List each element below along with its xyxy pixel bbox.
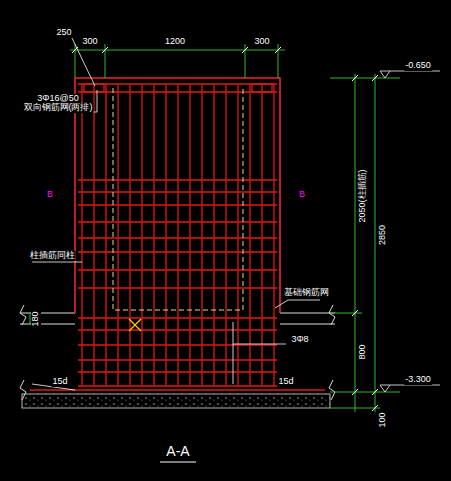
top-bars [84,84,104,92]
section-mark: B [298,190,306,200]
top-bars [252,84,272,92]
vertical-bar [237,84,238,386]
rebar-note: 基础钢筋网 [283,288,330,298]
vertical-bar [189,84,190,386]
dimension-text: 250 [55,28,72,38]
dimension-text: 180 [31,310,41,327]
horizontal-bar [78,287,277,288]
vertical-bar [129,84,130,386]
vertical-bar [213,84,214,386]
vertical-bar [117,84,118,386]
horizontal-bar [78,251,277,252]
section-title: A-A [165,444,190,459]
marker [129,319,141,331]
vertical-bar [81,84,82,386]
horizontal-bar [78,344,277,345]
horizontal-bar [78,179,277,180]
vertical-bar [165,84,166,386]
elevation-text: -0.650 [404,61,432,71]
lean-concrete [22,394,330,408]
horizontal-bar [78,221,277,222]
vertical-bar [153,84,154,386]
caption-underline [160,462,196,463]
rebar-note: 3Φ8 [290,335,309,345]
dimension-text: 800 [358,343,368,360]
horizontal-bar [78,204,277,205]
dimension-text: 1200 [164,37,186,47]
horizontal-bar [78,191,277,192]
dashed-outline [113,88,243,310]
elevation-text: -3.300 [404,375,432,385]
vertical-bar [177,84,178,386]
dimension-text: 300 [81,37,98,47]
horizontal-bar [78,359,277,360]
dimension-text: 15d [51,377,68,387]
horizontal-bar [78,317,277,318]
rebar-note: 柱插筋同柱 [29,251,76,261]
horizontal-bar [78,83,277,84]
dimension-ticks [72,47,378,411]
horizontal-bar [78,91,277,92]
horizontal-bar [78,237,277,238]
rebar-note: 双向钢筋网(两排) [23,103,94,113]
vertical-bar [261,84,262,386]
rebar [30,84,325,390]
horizontal-bar [78,385,277,386]
dimension-text: 2050(柱插筋) [358,168,368,223]
vertical-bar [249,84,250,386]
leader-lines [32,38,320,390]
vertical-bar [201,84,202,386]
dimension-lines [30,44,400,412]
vertical-bar [93,84,94,386]
dimension-text: 15d [277,377,294,387]
section-mark: B [46,190,54,200]
horizontal-bar [78,269,277,270]
vertical-bar [273,84,274,386]
horizontal-bar [78,329,277,330]
elevation-mark [380,71,440,392]
dimension-text: 100 [378,411,388,428]
vertical-bar [105,84,106,386]
dimension-text: 2850 [378,224,388,246]
dimension-text: 300 [253,37,270,47]
vertical-bar [225,84,226,386]
vertical-bar [141,84,142,386]
horizontal-bar [78,371,277,372]
